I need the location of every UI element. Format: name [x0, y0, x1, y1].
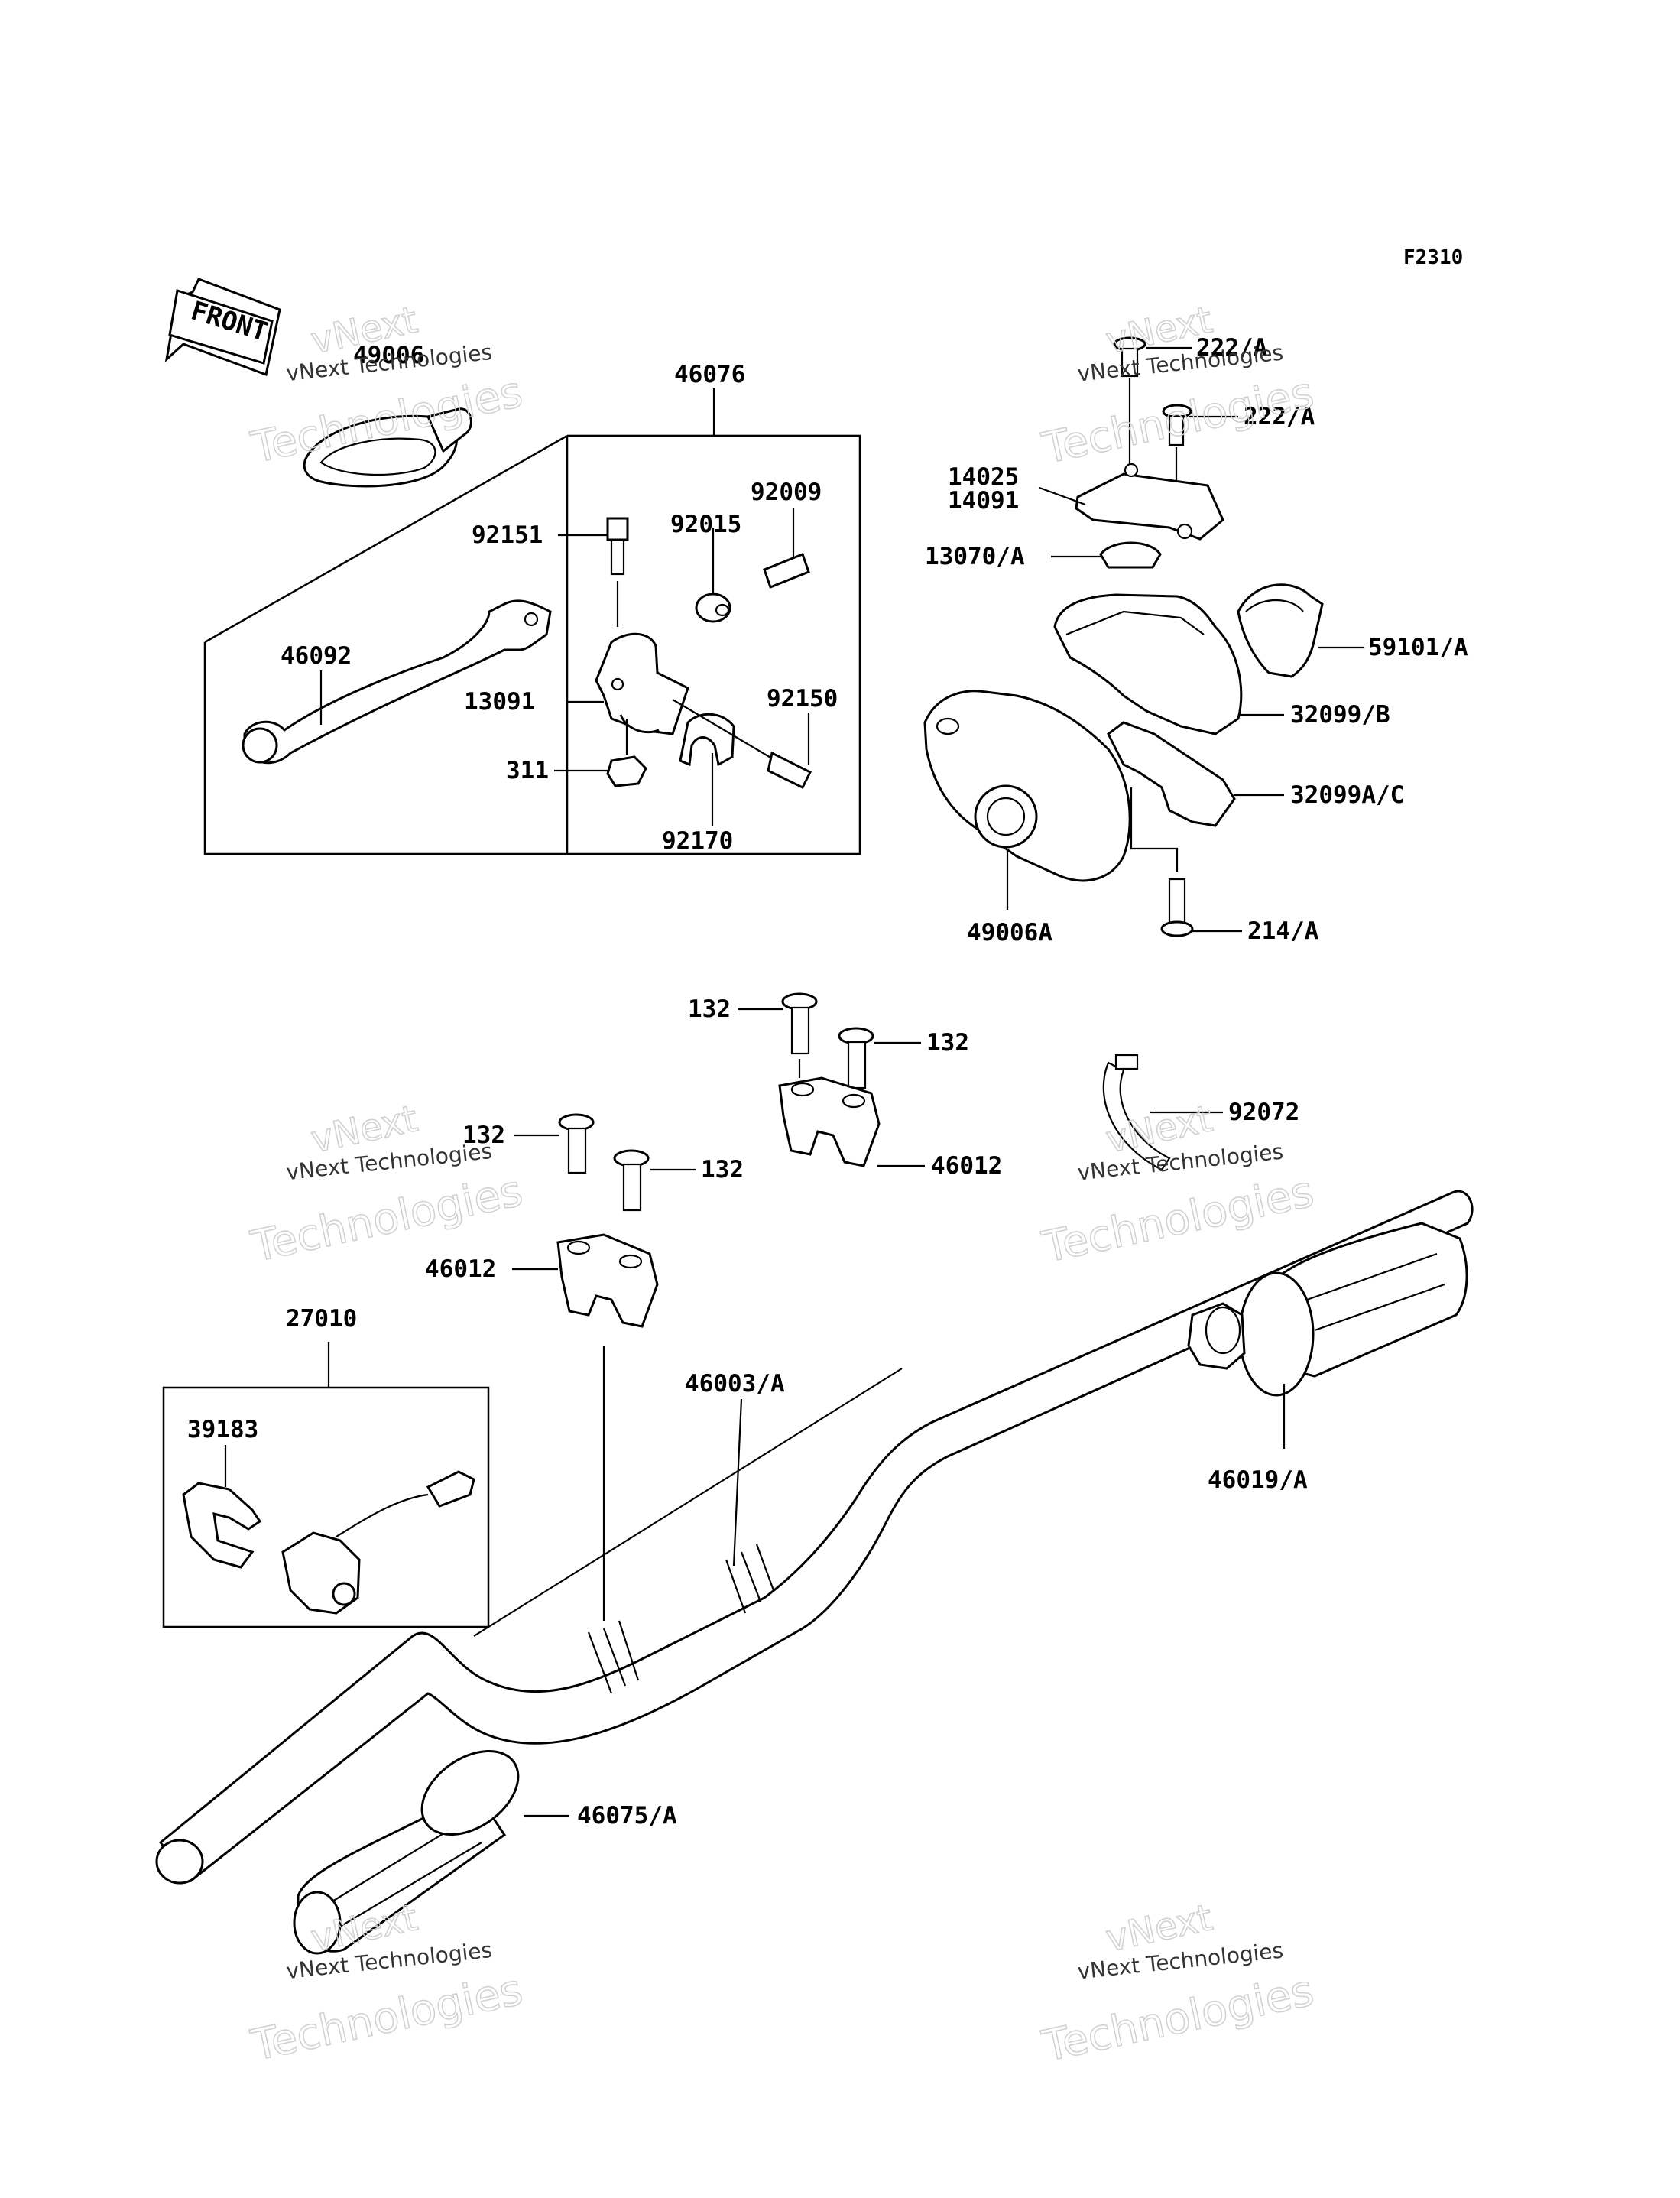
label-132-b: 132 [926, 1029, 969, 1057]
cable-clip-part [1102, 1054, 1171, 1171]
label-92015: 92015 [670, 511, 741, 538]
lever-perch-part [595, 632, 689, 735]
screw-214a-part [1130, 787, 1194, 937]
label-132-c: 132 [462, 1122, 505, 1149]
watermark-6: vNext vNext Technologies Technologies [1037, 1896, 1318, 2073]
label-13070a: 13070/A [925, 543, 1025, 570]
handlebar-clamp-lower-part [556, 1233, 659, 1621]
front-arrow-icon: FRONT [164, 278, 281, 377]
label-92150: 92150 [767, 685, 838, 713]
label-59101a: 59101/A [1368, 634, 1468, 661]
label-46012-upper: 46012 [931, 1152, 1002, 1180]
pivot-bolt-part [672, 699, 812, 790]
clamp-bolt-1-part [781, 992, 818, 1078]
label-27010: 27010 [286, 1305, 357, 1333]
throttle-housing-upper-part [1053, 593, 1243, 735]
right-grip-part [1187, 1222, 1468, 1397]
label-49006a: 49006A [967, 919, 1052, 946]
screw-222a-top-part [1113, 336, 1146, 470]
label-46012-lower: 46012 [425, 1255, 496, 1283]
throttle-cover-part [1075, 463, 1224, 541]
part-labels: 46076 49006 92009 92015 92151 46092 1309… [187, 334, 1468, 1830]
perch-clamp-part [679, 713, 735, 767]
throttle-sleeve-part [1237, 583, 1324, 678]
nut-311-part [606, 719, 647, 787]
label-92009: 92009 [751, 479, 822, 506]
label-32099b: 32099/B [1290, 701, 1390, 729]
label-222a-right: 222/A [1244, 403, 1315, 430]
label-214a: 214/A [1247, 917, 1319, 945]
label-13091: 13091 [464, 688, 535, 716]
label-46003a: 46003/A [685, 1370, 785, 1398]
label-92170: 92170 [662, 827, 733, 855]
label-132-a: 132 [688, 995, 731, 1023]
throttle-housing-lower-part [1107, 721, 1236, 827]
label-14091: 14091 [948, 487, 1019, 515]
label-39183: 39183 [187, 1416, 258, 1443]
label-32099ac: 32099A/C [1290, 781, 1404, 809]
watermark-2: vNext vNext Technologies Technologies [1037, 298, 1318, 475]
label-311: 311 [506, 757, 549, 784]
label-92151: 92151 [472, 521, 543, 549]
switch-box [162, 1342, 490, 1628]
clamp-bolt-4-part [613, 1149, 650, 1212]
adjuster-nut-part [695, 593, 731, 623]
label-14025: 14025 [948, 463, 1019, 491]
clamp-bolt-2-part [838, 1027, 874, 1089]
kill-switch-part [281, 1470, 475, 1615]
label-46019a: 46019/A [1208, 1466, 1308, 1494]
lever-assembly-box [203, 388, 861, 855]
figure-code: F2310 [1403, 246, 1463, 269]
label-132-d: 132 [701, 1156, 744, 1183]
label-46092: 46092 [281, 642, 352, 670]
left-grip-part [293, 1749, 520, 1955]
label-46075a: 46075/A [577, 1802, 677, 1830]
leader-lines [224, 346, 1364, 1817]
handlebar-part [155, 1190, 1474, 1885]
clutch-lever-part [242, 599, 552, 765]
cable-pulley-part [1099, 541, 1162, 569]
handlebar-clamp-upper-part [778, 1076, 881, 1167]
label-222a-top: 222/A [1196, 334, 1268, 362]
label-46076: 46076 [674, 361, 745, 388]
label-49006: 49006 [353, 342, 424, 369]
watermark-5: vNext vNext Technologies Technologies [246, 1896, 527, 2072]
clamp-bolt-3-part [558, 1113, 595, 1174]
mirror-part [303, 407, 472, 488]
bolt-92151-part [606, 517, 629, 627]
label-92072: 92072 [1228, 1099, 1299, 1126]
switch-bracket-part [182, 1482, 262, 1569]
adjuster-bolt-part [763, 553, 810, 589]
throttle-cover-49006a-part [923, 690, 1131, 882]
